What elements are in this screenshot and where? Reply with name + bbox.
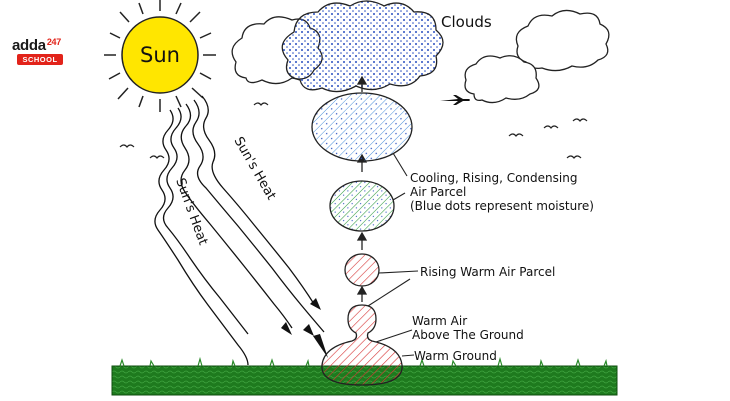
heat-arrowheads bbox=[281, 298, 328, 358]
airplane-icon bbox=[440, 95, 470, 105]
cooling-label-line2: Air Parcel bbox=[410, 185, 466, 199]
rising-warm-air-label: Rising Warm Air Parcel bbox=[420, 265, 555, 279]
cooling-parcel-upper bbox=[311, 92, 413, 162]
cloud-right-top bbox=[515, 9, 610, 72]
cooling-label-line1: Cooling, Rising, Condensing bbox=[410, 171, 577, 185]
logo-number-text: 247 bbox=[46, 37, 61, 47]
cooling-label-line3: (Blue dots represent moisture) bbox=[410, 199, 594, 213]
logo-tagline: SCHOOL bbox=[17, 54, 63, 65]
clouds-label: Clouds bbox=[441, 13, 492, 31]
logo-brand-text: adda bbox=[12, 37, 46, 54]
warm-air-parcel bbox=[321, 304, 403, 386]
warm-air-label-line1: Warm Air bbox=[412, 314, 467, 328]
warm-air-label-line2: Above The Ground bbox=[412, 328, 524, 342]
brand-logo: adda247 bbox=[12, 37, 61, 54]
suns-heat-label-2: Sun's Heat bbox=[231, 135, 279, 203]
cloud-main bbox=[281, 0, 444, 93]
rising-warm-parcel bbox=[344, 253, 380, 287]
sun-label: Sun bbox=[140, 43, 180, 67]
leader-lines bbox=[367, 152, 419, 357]
cooling-parcel-lower bbox=[329, 180, 395, 232]
warm-ground-label: Warm Ground bbox=[414, 349, 497, 363]
sun-icon bbox=[104, 0, 216, 112]
birds bbox=[119, 102, 588, 159]
heat-rays bbox=[154, 95, 325, 366]
grass-tufts bbox=[119, 356, 608, 367]
cloud-right-mid bbox=[464, 55, 540, 104]
